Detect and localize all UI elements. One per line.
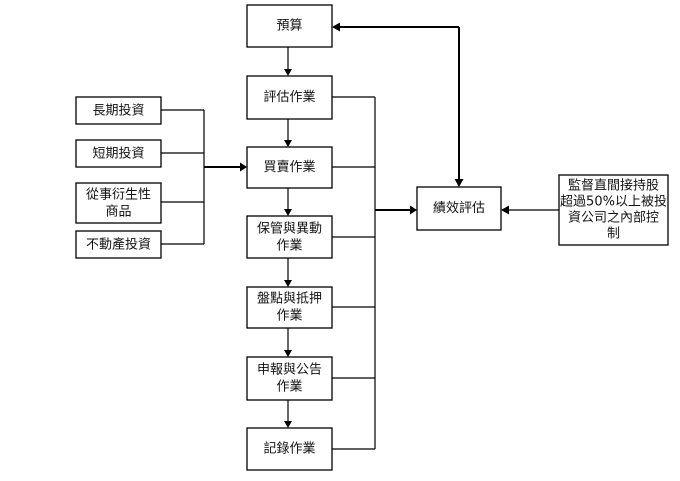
real-estate-label: 不動產投資 [86, 237, 151, 253]
arrowhead [284, 421, 292, 428]
custody-label-line2: 作業 [276, 238, 302, 254]
short-term-label: 短期投資 [92, 146, 144, 162]
arrowhead [284, 350, 292, 357]
investment-types-bracket [161, 109, 247, 245]
budget-performance-link [332, 22, 464, 187]
long-term-label: 長期投資 [92, 103, 144, 119]
performance-box: 績效評估 [416, 186, 502, 231]
inventory-label-line2: 作業 [276, 308, 302, 324]
monitoring-box: 監督直間接持股 超過50%以上被投 資公司之內部控 制 [558, 174, 669, 246]
custody-box: 保管與異動 作業 [246, 215, 333, 259]
reporting-label-line1: 申報與公告 [257, 363, 322, 378]
real-estate-box: 不動產投資 [75, 230, 162, 259]
arrowhead [284, 140, 292, 147]
recording-box: 記錄作業 [246, 427, 333, 471]
arrowhead [284, 280, 292, 287]
derivatives-box: 從事衍生性 商品 [75, 182, 162, 224]
derivatives-label-line1: 從事衍生性 [86, 188, 151, 203]
trading-box: 買賣作業 [246, 146, 333, 189]
monitoring-label-line1: 監督直間接持股 [568, 178, 659, 194]
arrowhead [284, 209, 292, 216]
arrowhead [284, 69, 292, 76]
monitoring-label-line2: 超過50%以上被投 [560, 194, 667, 210]
budget-label: 預算 [276, 19, 302, 34]
monitoring-label-line3: 資公司之內部控 [568, 211, 659, 226]
monitoring-to-performance-link [501, 205, 559, 215]
monitoring-label-line4: 制 [607, 227, 620, 242]
evaluation-label: 評估作業 [263, 89, 315, 105]
inventory-label-line1: 盤點與抵押 [257, 292, 322, 307]
derivatives-label-line2: 商品 [105, 205, 131, 220]
inventory-box: 盤點與抵押 作業 [246, 286, 333, 329]
reporting-box: 申報與公告 作業 [246, 356, 333, 401]
long-term-box: 長期投資 [75, 96, 162, 125]
short-term-box: 短期投資 [75, 139, 162, 168]
custody-label-line1: 保管與異動 [257, 222, 322, 237]
evaluation-box: 評估作業 [246, 75, 333, 120]
trading-label: 買賣作業 [263, 159, 315, 175]
performance-label: 績效評估 [433, 201, 485, 216]
reporting-label-line2: 作業 [276, 379, 302, 395]
budget-box: 預算 [246, 4, 333, 48]
recording-label: 記錄作業 [263, 441, 315, 457]
process-to-performance-bracket [332, 96, 417, 450]
